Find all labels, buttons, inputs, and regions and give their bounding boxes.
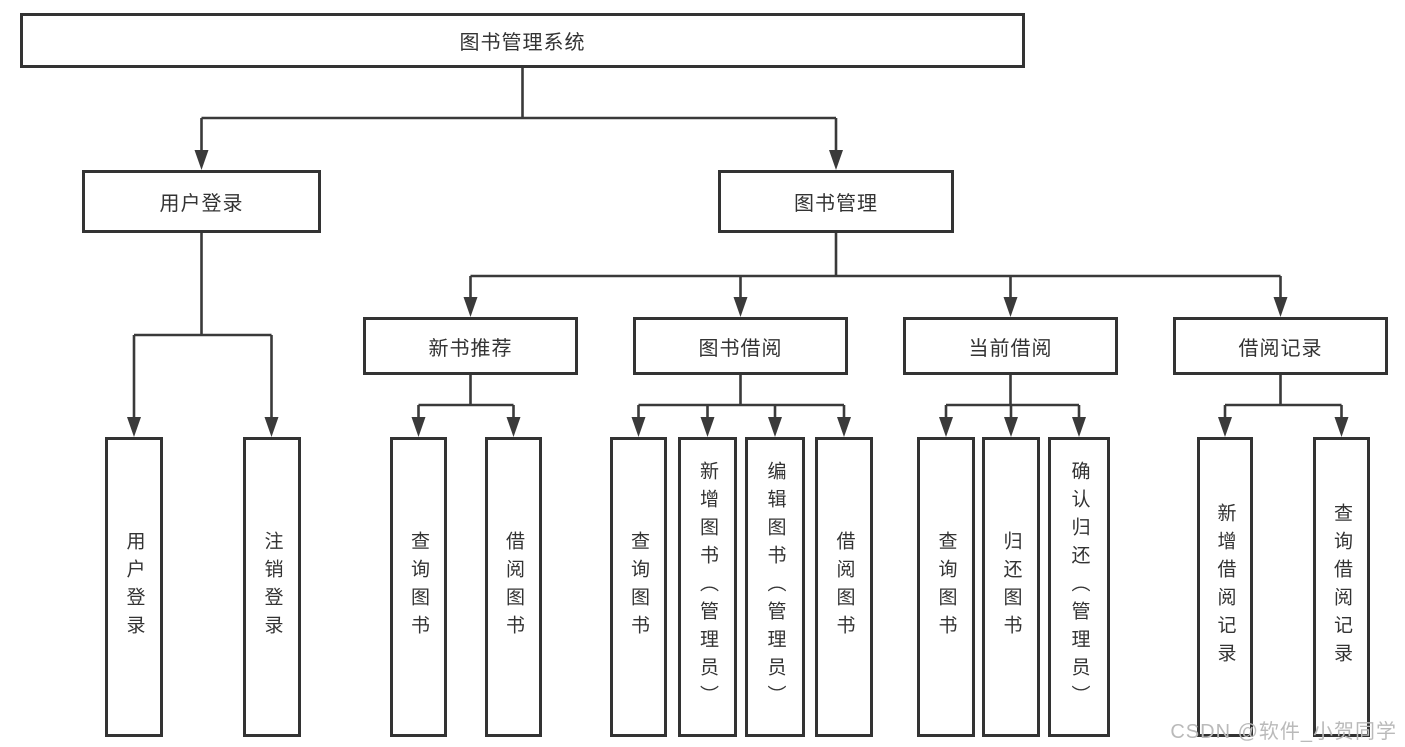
- connector-recommend-to-leaves: [411, 375, 521, 437]
- leaf-label: 归还图书: [1000, 531, 1022, 643]
- leaf-label: 注销登录: [261, 531, 283, 643]
- leaf-logout: 注销登录: [243, 437, 301, 737]
- leaf-edit-books-admin: 编辑图书（管理员）: [745, 437, 805, 737]
- node-new-book-recommend: 新书推荐: [363, 317, 578, 375]
- leaf-label: 借阅图书: [503, 531, 524, 643]
- connector-records-to-leaves: [1218, 375, 1349, 437]
- node-current-borrow: 当前借阅: [903, 317, 1118, 375]
- leaf-label: 查询借阅记录: [1331, 503, 1352, 671]
- leaf-label: 新增图书（管理员）: [697, 461, 718, 713]
- leaf-label: 编辑图书（管理员）: [764, 461, 786, 713]
- node-borrow-records-label: 借阅记录: [1238, 337, 1323, 360]
- leaf-label: 确认归还（管理员）: [1068, 461, 1090, 713]
- leaf-query-books-borrow: 查询图书: [610, 437, 667, 737]
- leaf-add-borrow-record: 新增借阅记录: [1197, 437, 1253, 737]
- leaf-query-books-current: 查询图书: [917, 437, 975, 737]
- node-root-label: 图书管理系统: [459, 32, 586, 54]
- leaf-query-books-recommend: 查询图书: [390, 437, 447, 737]
- node-borrow-records: 借阅记录: [1173, 317, 1388, 375]
- leaf-add-books-admin: 新增图书（管理员）: [678, 437, 737, 737]
- node-new-book-recommend-label: 新书推荐: [428, 337, 513, 360]
- connector-bookmgmt-to-level3: [463, 233, 1288, 317]
- leaf-label: 查询图书: [408, 531, 429, 643]
- leaf-borrow-books-recommend: 借阅图书: [485, 437, 542, 737]
- leaf-label: 借阅图书: [833, 531, 855, 643]
- leaf-label: 查询图书: [628, 531, 649, 643]
- leaf-label: 查询图书: [935, 531, 957, 643]
- leaf-borrow-books: 借阅图书: [815, 437, 873, 737]
- node-book-management: 图书管理: [718, 170, 954, 233]
- leaf-return-books: 归还图书: [982, 437, 1040, 737]
- connector-userlogin-to-leaves: [127, 233, 279, 437]
- connector-borrow-to-leaves: [631, 375, 851, 437]
- connector-current-to-leaves: [939, 375, 1086, 437]
- node-current-borrow-label: 当前借阅: [968, 337, 1053, 360]
- node-user-login: 用户登录: [82, 170, 321, 233]
- leaf-confirm-return-admin: 确认归还（管理员）: [1048, 437, 1110, 737]
- node-book-management-label: 图书管理: [794, 193, 878, 215]
- leaf-user-login: 用户登录: [105, 437, 163, 737]
- connector-root-to-level2: [194, 68, 843, 170]
- node-book-borrow-label: 图书借阅: [698, 337, 783, 360]
- node-book-borrow: 图书借阅: [633, 317, 848, 375]
- leaf-query-borrow-record: 查询借阅记录: [1313, 437, 1370, 737]
- leaf-label: 用户登录: [123, 531, 145, 643]
- node-root: 图书管理系统: [20, 13, 1025, 68]
- node-user-login-label: 用户登录: [159, 193, 244, 215]
- csdn-watermark: CSDN @软件_小贺同学: [1170, 721, 1397, 743]
- leaf-label: 新增借阅记录: [1214, 503, 1236, 671]
